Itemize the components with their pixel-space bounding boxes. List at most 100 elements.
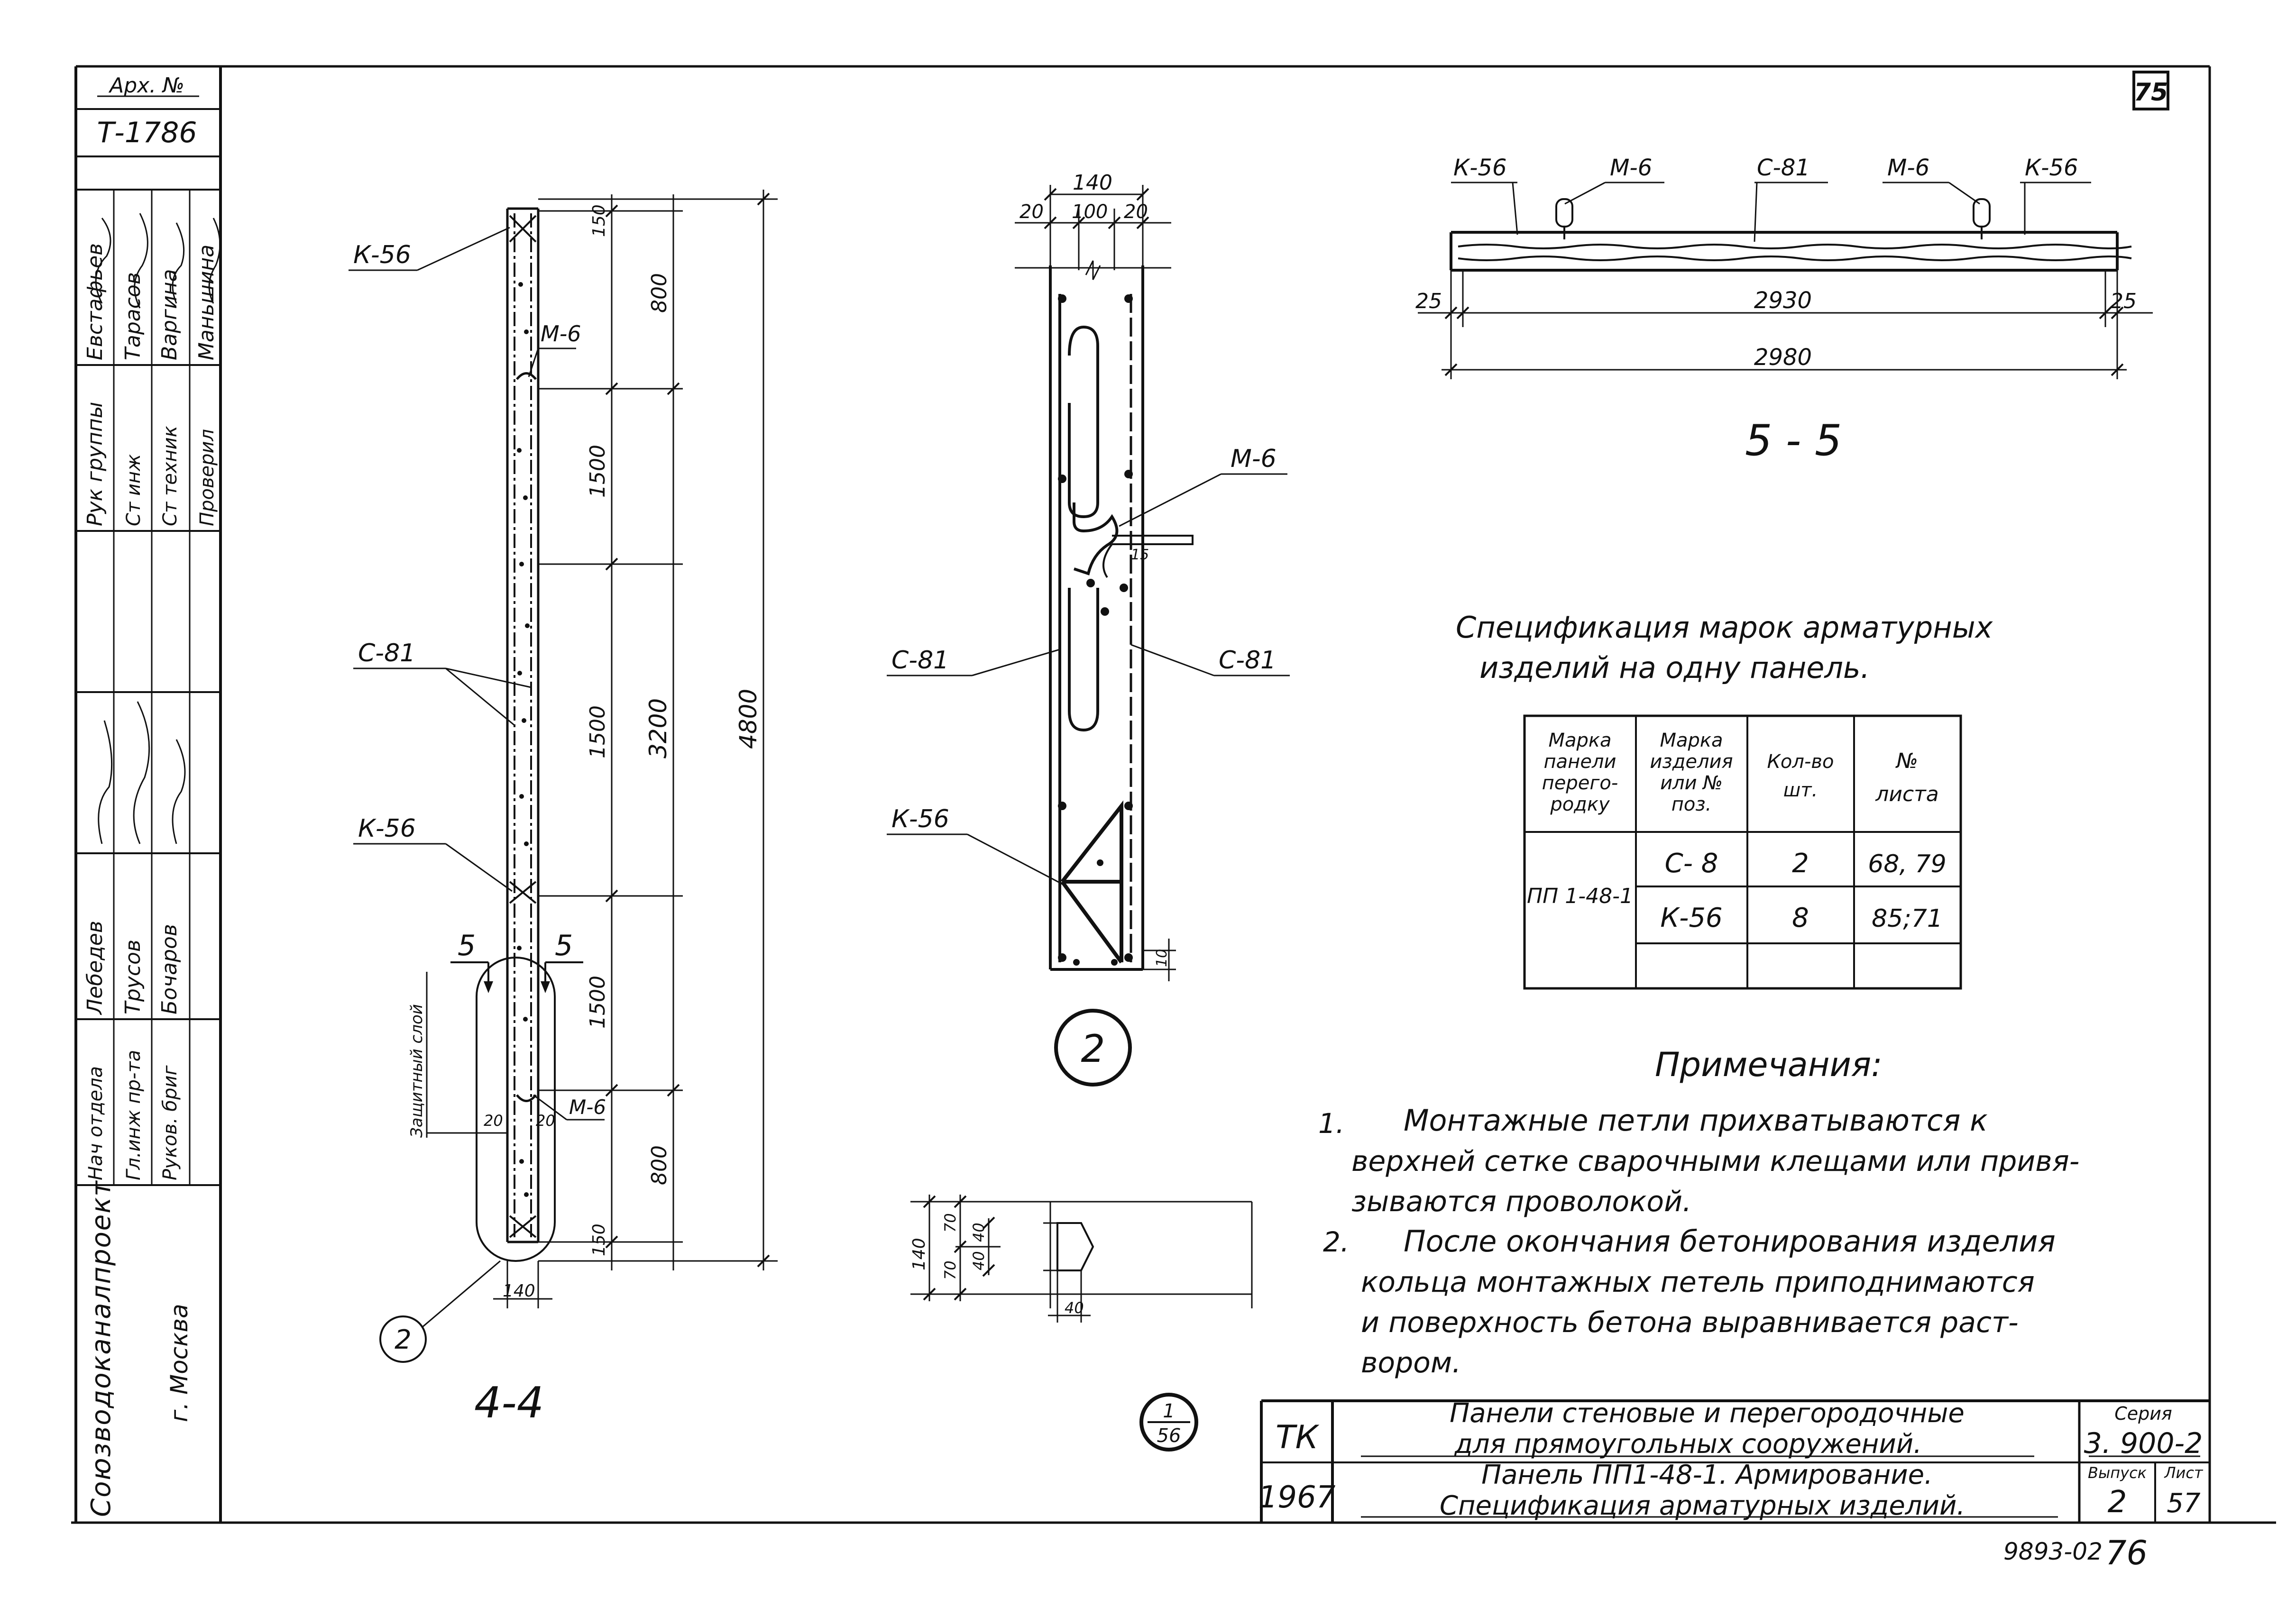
callout-2-center: 2 <box>1081 1027 1105 1071</box>
dim-55-2930: 2930 <box>1754 287 1812 314</box>
concrete-speckles <box>517 282 530 1197</box>
archive-number: Т-1786 <box>97 116 197 149</box>
role-3: Ст техник <box>159 426 181 526</box>
section-4-4: 150 800 1500 1500 1500 800 150 3200 4800… <box>349 190 778 1428</box>
name-evstafev: Евстафьев <box>83 243 107 360</box>
tb-tk: ТК <box>1276 1419 1320 1456</box>
tb-series: 3. 900-2 <box>2084 1427 2203 1460</box>
spec-h2-l2: изделия <box>1650 751 1733 773</box>
dim-55-right-25: 25 <box>2110 289 2137 313</box>
dim-1500-b: 1500 <box>586 705 610 758</box>
mark-k56-top: К-56 <box>353 241 411 269</box>
detail-dim-140: 140 <box>1073 171 1112 195</box>
small-dim-40c: 40 <box>1065 1299 1084 1317</box>
spec-h2-l4: поз. <box>1671 794 1712 815</box>
cut-mark-right: 5 <box>555 929 573 962</box>
top-sheet-number-text: 75 <box>2134 78 2168 107</box>
dim-150-bottom: 150 <box>589 1224 609 1256</box>
spec-h1-l4: родку <box>1550 794 1610 815</box>
title-block: ТК 1967 Панели стеновые и перегородочные… <box>1258 1398 2210 1523</box>
small-dim-40a: 40 <box>970 1223 988 1242</box>
dim-3200: 3200 <box>644 698 672 758</box>
spec-row2-qty: 8 <box>1792 903 1809 933</box>
tb-sheet-label: Лист <box>2164 1464 2203 1482</box>
tb-title-3: Панель ПП1-48-1. Армирование. <box>1481 1460 1933 1490</box>
loops-5-5 <box>1555 198 1991 239</box>
detail-mark-k56: К-56 <box>891 805 949 833</box>
name-bocharov: Бочаров <box>157 924 182 1014</box>
note-2-line-1: После окончания бетонирования изделия <box>1404 1224 2056 1259</box>
note-1-line-2: верхней сетке сварочными клещами или при… <box>1351 1145 2079 1178</box>
section-5-5-label: 5 - 5 <box>1745 416 1842 466</box>
note-1-line-3: зываются проволокой. <box>1351 1185 1691 1218</box>
note-2-line-3: и поверхность бетона выравнивается раст- <box>1361 1306 2019 1339</box>
specification: Спецификация марок арматурных изделий на… <box>1456 610 1993 990</box>
spec-h4-l1: № <box>1895 749 1918 773</box>
spec-h3-l1: Кол-во <box>1767 751 1834 773</box>
mark-55-k56-right: К-56 <box>2025 155 2078 181</box>
spec-title-1: Спецификация марок арматурных <box>1456 610 1993 645</box>
dim-150-top: 150 <box>589 204 609 237</box>
notes-title: Примечания: <box>1655 1045 1883 1084</box>
dim-55-2980: 2980 <box>1754 344 1812 371</box>
detail-2: 140 20 100 20 15 М-6 <box>887 171 1290 1087</box>
name-trusov: Трусов <box>121 940 145 1014</box>
detail-small-dim-15: 15 <box>1131 547 1149 563</box>
detail-dim-20-left: 20 <box>1019 201 1044 223</box>
callout-2-left: 2 <box>395 1324 412 1355</box>
spec-row1-qty: 2 <box>1792 848 1809 879</box>
signature-scribbles <box>95 213 221 844</box>
dim-800-bottom: 800 <box>647 1145 671 1185</box>
dim-1500-a: 1500 <box>586 445 610 498</box>
name-lebedev: Лебедев <box>83 921 107 1015</box>
section-5-5: К-56 М-6 С-81 М-6 К-56 25 2930 25 2980 5… <box>1415 155 2153 466</box>
spec-row2-item: К-56 <box>1660 903 1722 933</box>
spec-row1-sheet: 68, 79 <box>1868 850 1946 878</box>
mark-55-c81: С-81 <box>1757 155 1810 181</box>
tb-issue-label: Выпуск <box>2088 1464 2147 1482</box>
detail-mark-c81-left: С-81 <box>891 646 949 675</box>
left-stamp: Арх. № Т-1786 Рук группы Евстафьев Ст ин… <box>76 73 221 1517</box>
role-7: Руков. бриг <box>159 1065 181 1180</box>
note-1-num: 1. <box>1318 1107 1344 1140</box>
dim-800-top: 800 <box>647 273 671 313</box>
note-2-num: 2. <box>1323 1226 1349 1258</box>
detail-rebar-dots <box>1058 294 1133 966</box>
mark-m6-bottom: М-6 <box>569 1096 606 1119</box>
spec-row1-item: С- 8 <box>1665 848 1718 879</box>
organization-name: Союзводоканалпроект <box>86 1180 117 1517</box>
mark-55-m6-right: М-6 <box>1887 155 1929 181</box>
detail-dim-100: 100 <box>1072 201 1108 223</box>
spec-h3-l2: шт. <box>1783 779 1818 801</box>
tb-title-2: для прямоугольных сооружений. <box>1454 1429 1922 1460</box>
role-1: Рук группы <box>83 402 107 527</box>
mark-c81: С-81 <box>358 639 415 667</box>
top-sheet-number: 75 <box>2132 71 2169 110</box>
small-dim-20-left: 20 <box>484 1112 503 1130</box>
detail-bottom-dim-10: 10 <box>1154 949 1170 967</box>
detail-mark-c81-right: С-81 <box>1219 646 1276 675</box>
ref-mark-bottom: 56 <box>1157 1425 1181 1447</box>
spec-panel: ПП 1-48-1 <box>1527 884 1633 908</box>
spec-h1-l1: Марка <box>1548 730 1611 751</box>
tb-issue: 2 <box>2108 1485 2127 1520</box>
organization-city: г. Москва <box>165 1304 193 1422</box>
detail-mark-m6: М-6 <box>1231 445 1277 473</box>
small-dim-40b: 40 <box>970 1251 988 1270</box>
mark-55-k56-left: К-56 <box>1453 155 1506 181</box>
role-5: Нач отдела <box>85 1066 107 1180</box>
dim-1500-c: 1500 <box>586 976 610 1029</box>
spec-h4-l2: листа <box>1875 782 1939 806</box>
tb-sheet: 57 <box>2167 1488 2201 1519</box>
detail-dim-20-right: 20 <box>1124 201 1148 223</box>
role-6: Гл.инж пр-та <box>123 1050 145 1180</box>
sheet-frame <box>71 65 2276 1524</box>
note-2-line-4: вором. <box>1361 1346 1461 1379</box>
reference-mark: 1 56 <box>1139 1393 1198 1452</box>
tb-series-label: Серия <box>2114 1403 2172 1424</box>
archive-label: Арх. № <box>108 73 184 98</box>
note-1-line-1: Монтажные петли прихватываются к <box>1404 1103 1988 1138</box>
tb-year: 1967 <box>1258 1480 1336 1515</box>
footer-page: 76 <box>2105 1534 2148 1572</box>
